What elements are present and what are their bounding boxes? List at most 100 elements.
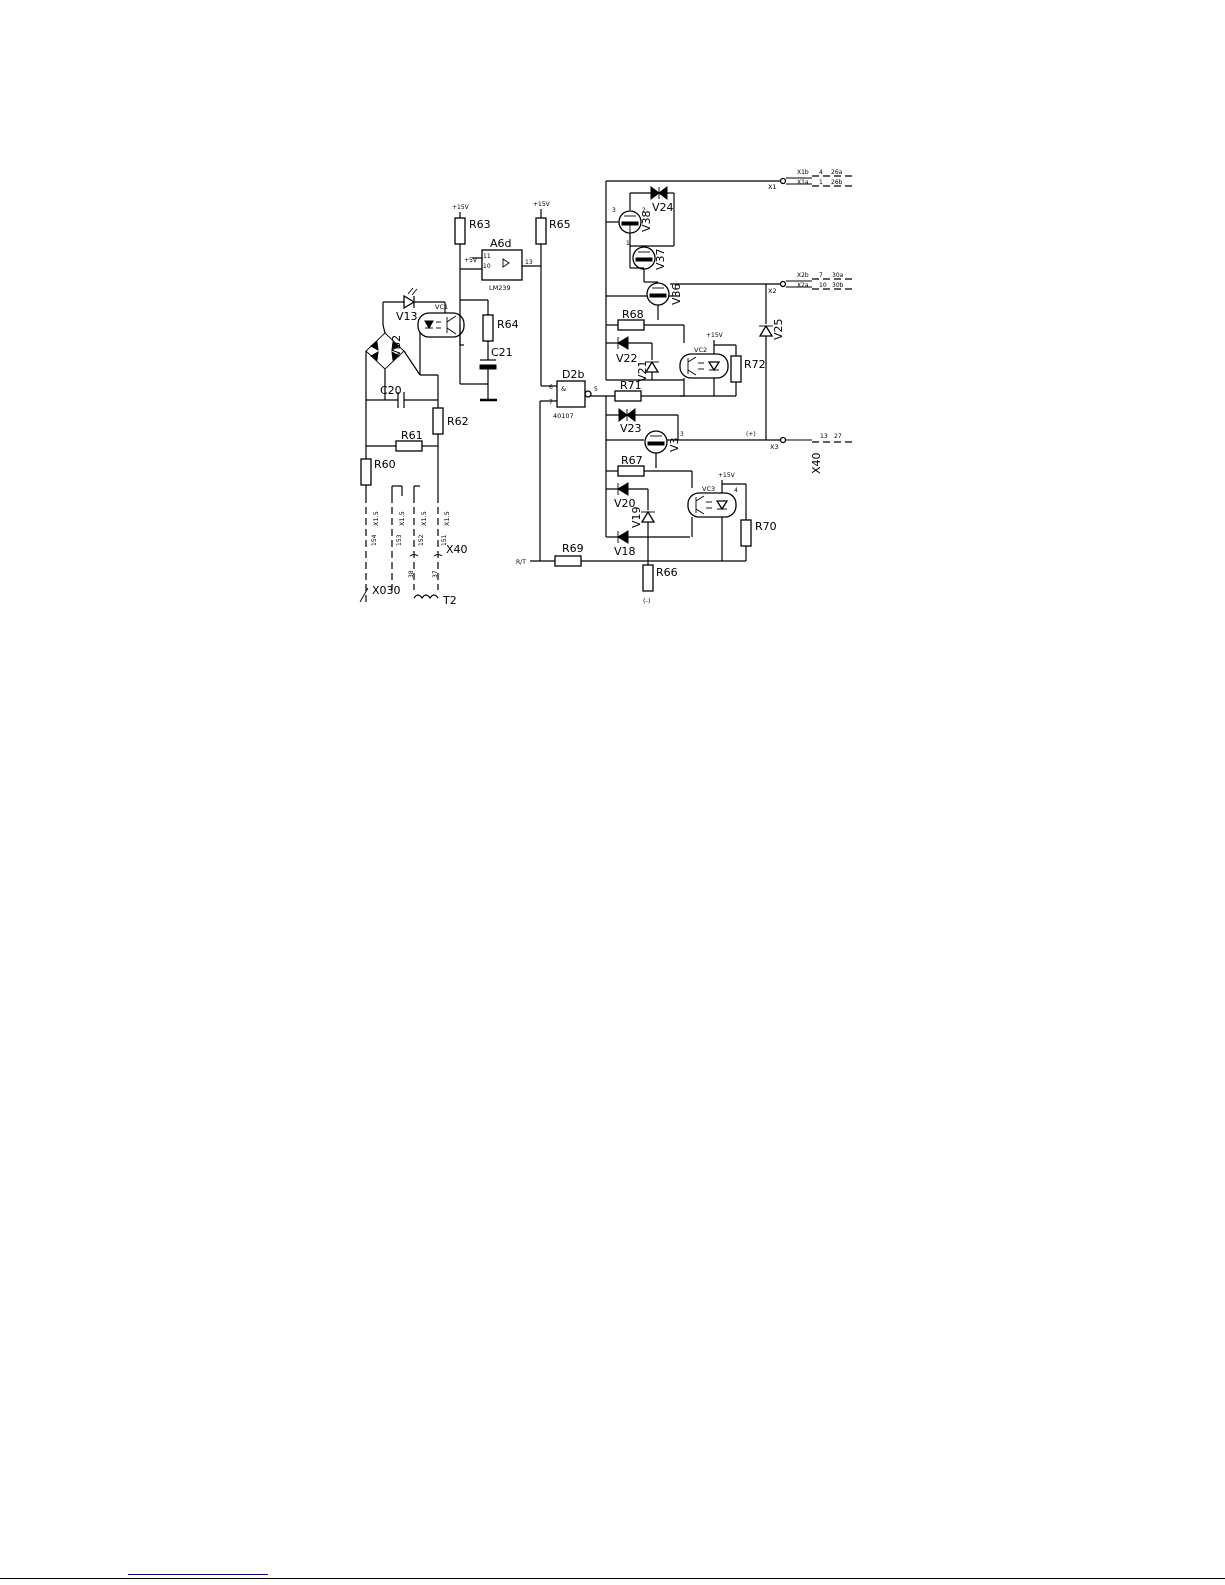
mosfet-v3: V3 3 [644, 430, 684, 454]
resistor-r71: R71 [614, 379, 684, 402]
v36-label: V36 [670, 283, 683, 305]
resistor-r68: R68 [606, 308, 684, 331]
x2-pin-10: 10 [819, 282, 827, 289]
lm239-label: LM239 [489, 284, 511, 292]
optocoupler-vc1: VC1 [417, 303, 465, 338]
diode-v20: V20 [606, 482, 648, 510]
x40-label-right: X40 [810, 452, 823, 474]
vc3-pin-4: 4 [734, 487, 738, 494]
led-v13: V13 [383, 287, 445, 323]
optocoupler-vc3: VC3 +15V 4 [687, 472, 738, 518]
minus-label: (-) [643, 597, 650, 605]
diode-v23: V23 [606, 408, 679, 440]
wire-153: 153 [396, 534, 403, 546]
connector-x15-wires: X1.5 X1.5 X1.5 X1.5 154 153 152 151 38 3… [359, 485, 468, 607]
mosfet-v38: V38 3 2 1 [612, 207, 653, 247]
resistor-r66: R66 (-) [642, 564, 678, 605]
r65-label: R65 [549, 218, 571, 231]
capacitor-c20: C20 [366, 384, 438, 408]
c20-label: C20 [380, 384, 402, 397]
supply-15v-vc2: +15V [706, 332, 724, 339]
v37-label: V37 [654, 248, 667, 270]
x2-30b: 30b [832, 282, 844, 289]
r60-label: R60 [374, 458, 396, 471]
comparator-a6d: A6d LM239 +5V 11 10 13 [464, 237, 533, 292]
x40-label-left: X40 [446, 543, 468, 556]
v21-label: V21 [636, 360, 649, 382]
diode-v18: V18 [606, 530, 690, 558]
x1-26a: 26a [831, 169, 843, 176]
gate-d2b: & D2b 40107 6 7 5 [549, 368, 598, 420]
gate-amp: & [561, 385, 566, 393]
v20-label: V20 [614, 497, 636, 510]
x3-27: 27 [834, 433, 842, 440]
diode-v22: V22 [606, 336, 652, 365]
supply-15v-r65: +15V [533, 201, 551, 208]
left-input-section: V13 VB2 VC1 [359, 287, 469, 607]
optocoupler-vc2: VC2 +15V [679, 332, 729, 379]
comparator-section: +15V R63 A6d LM239 +5V 11 10 13 R64 C21 [452, 201, 746, 567]
right-output-section: V24 V38 3 2 1 V37 [605, 169, 856, 605]
x3-label-a: X3 [770, 443, 779, 451]
v25-label: V25 [772, 318, 785, 340]
x2b-label: X2b [797, 272, 809, 279]
zener-v19: V19 [630, 489, 656, 565]
v24-label: V24 [652, 201, 674, 214]
d2b-pin-7: 7 [549, 399, 553, 406]
x15-label-3: X1.5 [420, 511, 428, 526]
mosfet-v36: V36 [646, 282, 683, 306]
vb2-label: VB2 [390, 335, 403, 357]
vc2-label: VC2 [694, 346, 707, 354]
d2b-pin-6: 6 [549, 384, 553, 391]
diode-v25: V25 [758, 284, 785, 440]
x1a-label: X1a [797, 179, 809, 186]
v13-label: V13 [396, 310, 418, 323]
x2a-label: X2a [797, 282, 809, 289]
vc1-label: VC1 [435, 303, 448, 311]
x3-pin-13: 13 [820, 433, 828, 440]
r71-label: R71 [620, 379, 642, 392]
mosfet-v37: V37 [632, 246, 667, 270]
resistor-r62: R62 [432, 375, 469, 496]
v18-label: V18 [614, 545, 636, 558]
x1b-label: X1b [797, 169, 809, 176]
output-connectors: X1 X1b X1a 4 1 26a 26b X2 X2b X2a 7 10 3… [768, 169, 856, 474]
r64-label: R64 [497, 318, 519, 331]
c21-label: C21 [491, 346, 513, 359]
x15-label-2: X1.5 [398, 511, 406, 526]
rt-label: R/T [516, 559, 526, 566]
x1-pin-4: 4 [819, 169, 823, 176]
d2b-label: D2b [562, 368, 584, 381]
resistor-r60: R60 [360, 458, 396, 496]
r66-label: R66 [656, 566, 678, 579]
v22-label: V22 [616, 352, 638, 365]
footer-link-underline[interactable] [128, 1574, 268, 1575]
v38-pin-1: 1 [626, 240, 630, 247]
d2b-pin-5: 5 [594, 386, 598, 393]
r70-label: R70 [755, 520, 777, 533]
v38-pin-2: 2 [642, 207, 646, 214]
bridge-rectifier-vb2: VB2 [365, 332, 405, 370]
supply-15v-r63: +15V [452, 204, 470, 211]
pin-37: 37 [432, 570, 439, 578]
r72-label: R72 [744, 358, 766, 371]
x2-pin-7: 7 [819, 272, 823, 279]
x030-label: X030 [372, 584, 401, 597]
vc3-label: VC3 [702, 485, 715, 493]
x2-30a: 30a [832, 272, 844, 279]
x1-label: X1 [768, 183, 777, 191]
supply-15v-vc3: +15V [718, 472, 736, 479]
a6d-label: A6d [490, 237, 512, 250]
t2-label: T2 [442, 594, 457, 607]
wire-151: 151 [441, 534, 448, 546]
wire-154: 154 [371, 534, 378, 546]
r68-label: R68 [622, 308, 644, 321]
a6d-pin-11: 11 [483, 253, 491, 260]
r67-label: R67 [621, 454, 643, 467]
x15-label-1: X1.5 [372, 511, 380, 526]
zener-v21: V21 [636, 343, 660, 382]
v3-pin-3: 3 [680, 431, 684, 438]
footer-divider [0, 1578, 1225, 1579]
r63-label: R63 [469, 218, 491, 231]
